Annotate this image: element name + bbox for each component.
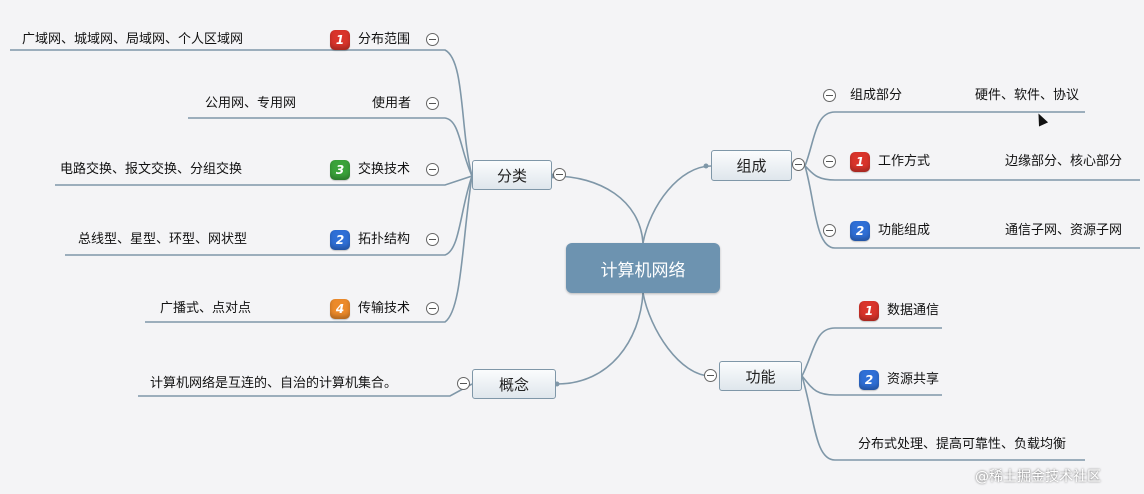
detail-function-composition: 通信子网、资源子网 (1005, 223, 1123, 238)
branch-composition-label: 组成 (736, 157, 767, 175)
collapse-users-button[interactable] (426, 97, 439, 110)
priority-1-icon: 1 (330, 30, 350, 50)
priority-4-icon: 4 (330, 299, 350, 319)
topic-users[interactable]: 使用者 (372, 96, 412, 111)
branch-classification-label: 分类 (496, 166, 527, 185)
root-node[interactable]: 计算机网络 (566, 243, 720, 293)
detail-users: 公用网、专用网 (205, 96, 297, 111)
branch-function-label: 功能 (745, 367, 776, 386)
root-label: 计算机网络 (600, 260, 686, 281)
priority-1-icon: 1 (859, 301, 879, 321)
detail-transmission: 广播式、点对点 (160, 301, 252, 316)
topic-function-composition[interactable]: 功能组成 (878, 223, 931, 238)
topic-topology[interactable]: 拓扑结构 (358, 232, 411, 247)
topic-switching[interactable]: 交换技术 (358, 162, 411, 177)
priority-2-icon: 2 (859, 370, 879, 390)
collapse-concept-button[interactable] (457, 377, 470, 390)
topic-transmission[interactable]: 传输技术 (358, 301, 411, 316)
topic-components[interactable]: 组成部分 (850, 88, 903, 103)
topic-distribution-range[interactable]: 分布范围 (358, 32, 411, 47)
collapse-work-mode-button[interactable] (823, 155, 836, 168)
topic-work-mode[interactable]: 工作方式 (878, 154, 931, 169)
detail-concept: 计算机网络是互连的、自治的计算机集合。 (150, 376, 398, 391)
priority-1-icon: 1 (850, 152, 870, 172)
collapse-components-button[interactable] (823, 89, 836, 102)
watermark: @稀土掘金技术社区 (975, 469, 1101, 485)
branch-concept[interactable]: 概念 (472, 369, 556, 399)
collapse-transmission-button[interactable] (426, 302, 439, 315)
branch-composition[interactable]: 组成 (711, 150, 792, 181)
collapse-composition-button[interactable] (792, 158, 805, 171)
branch-classification[interactable]: 分类 (472, 160, 552, 190)
collapse-function-composition-button[interactable] (823, 224, 836, 237)
topic-resource-sharing[interactable]: 资源共享 (887, 372, 940, 387)
priority-2-icon: 2 (330, 230, 350, 250)
detail-distribution-range: 广域网、城域网、局域网、个人区域网 (22, 32, 244, 47)
branch-function[interactable]: 功能 (719, 361, 802, 391)
detail-switching: 电路交换、报文交换、分组交换 (60, 162, 243, 177)
detail-components: 硬件、软件、协议 (975, 88, 1080, 103)
collapse-classification-button[interactable] (553, 168, 566, 181)
priority-3-icon: 3 (330, 160, 350, 180)
topic-distributed-processing[interactable]: 分布式处理、提高可靠性、负载均衡 (858, 437, 1067, 452)
detail-topology: 总线型、星型、环型、网状型 (78, 232, 248, 247)
priority-2-icon: 2 (850, 221, 870, 241)
branch-concept-label: 概念 (498, 375, 529, 394)
collapse-distribution-range-button[interactable] (426, 33, 439, 46)
topic-data-communication[interactable]: 数据通信 (887, 303, 940, 318)
collapse-switching-button[interactable] (426, 163, 439, 176)
collapse-topology-button[interactable] (426, 233, 439, 246)
collapse-function-button[interactable] (704, 369, 717, 382)
detail-work-mode: 边缘部分、核心部分 (1005, 154, 1123, 169)
